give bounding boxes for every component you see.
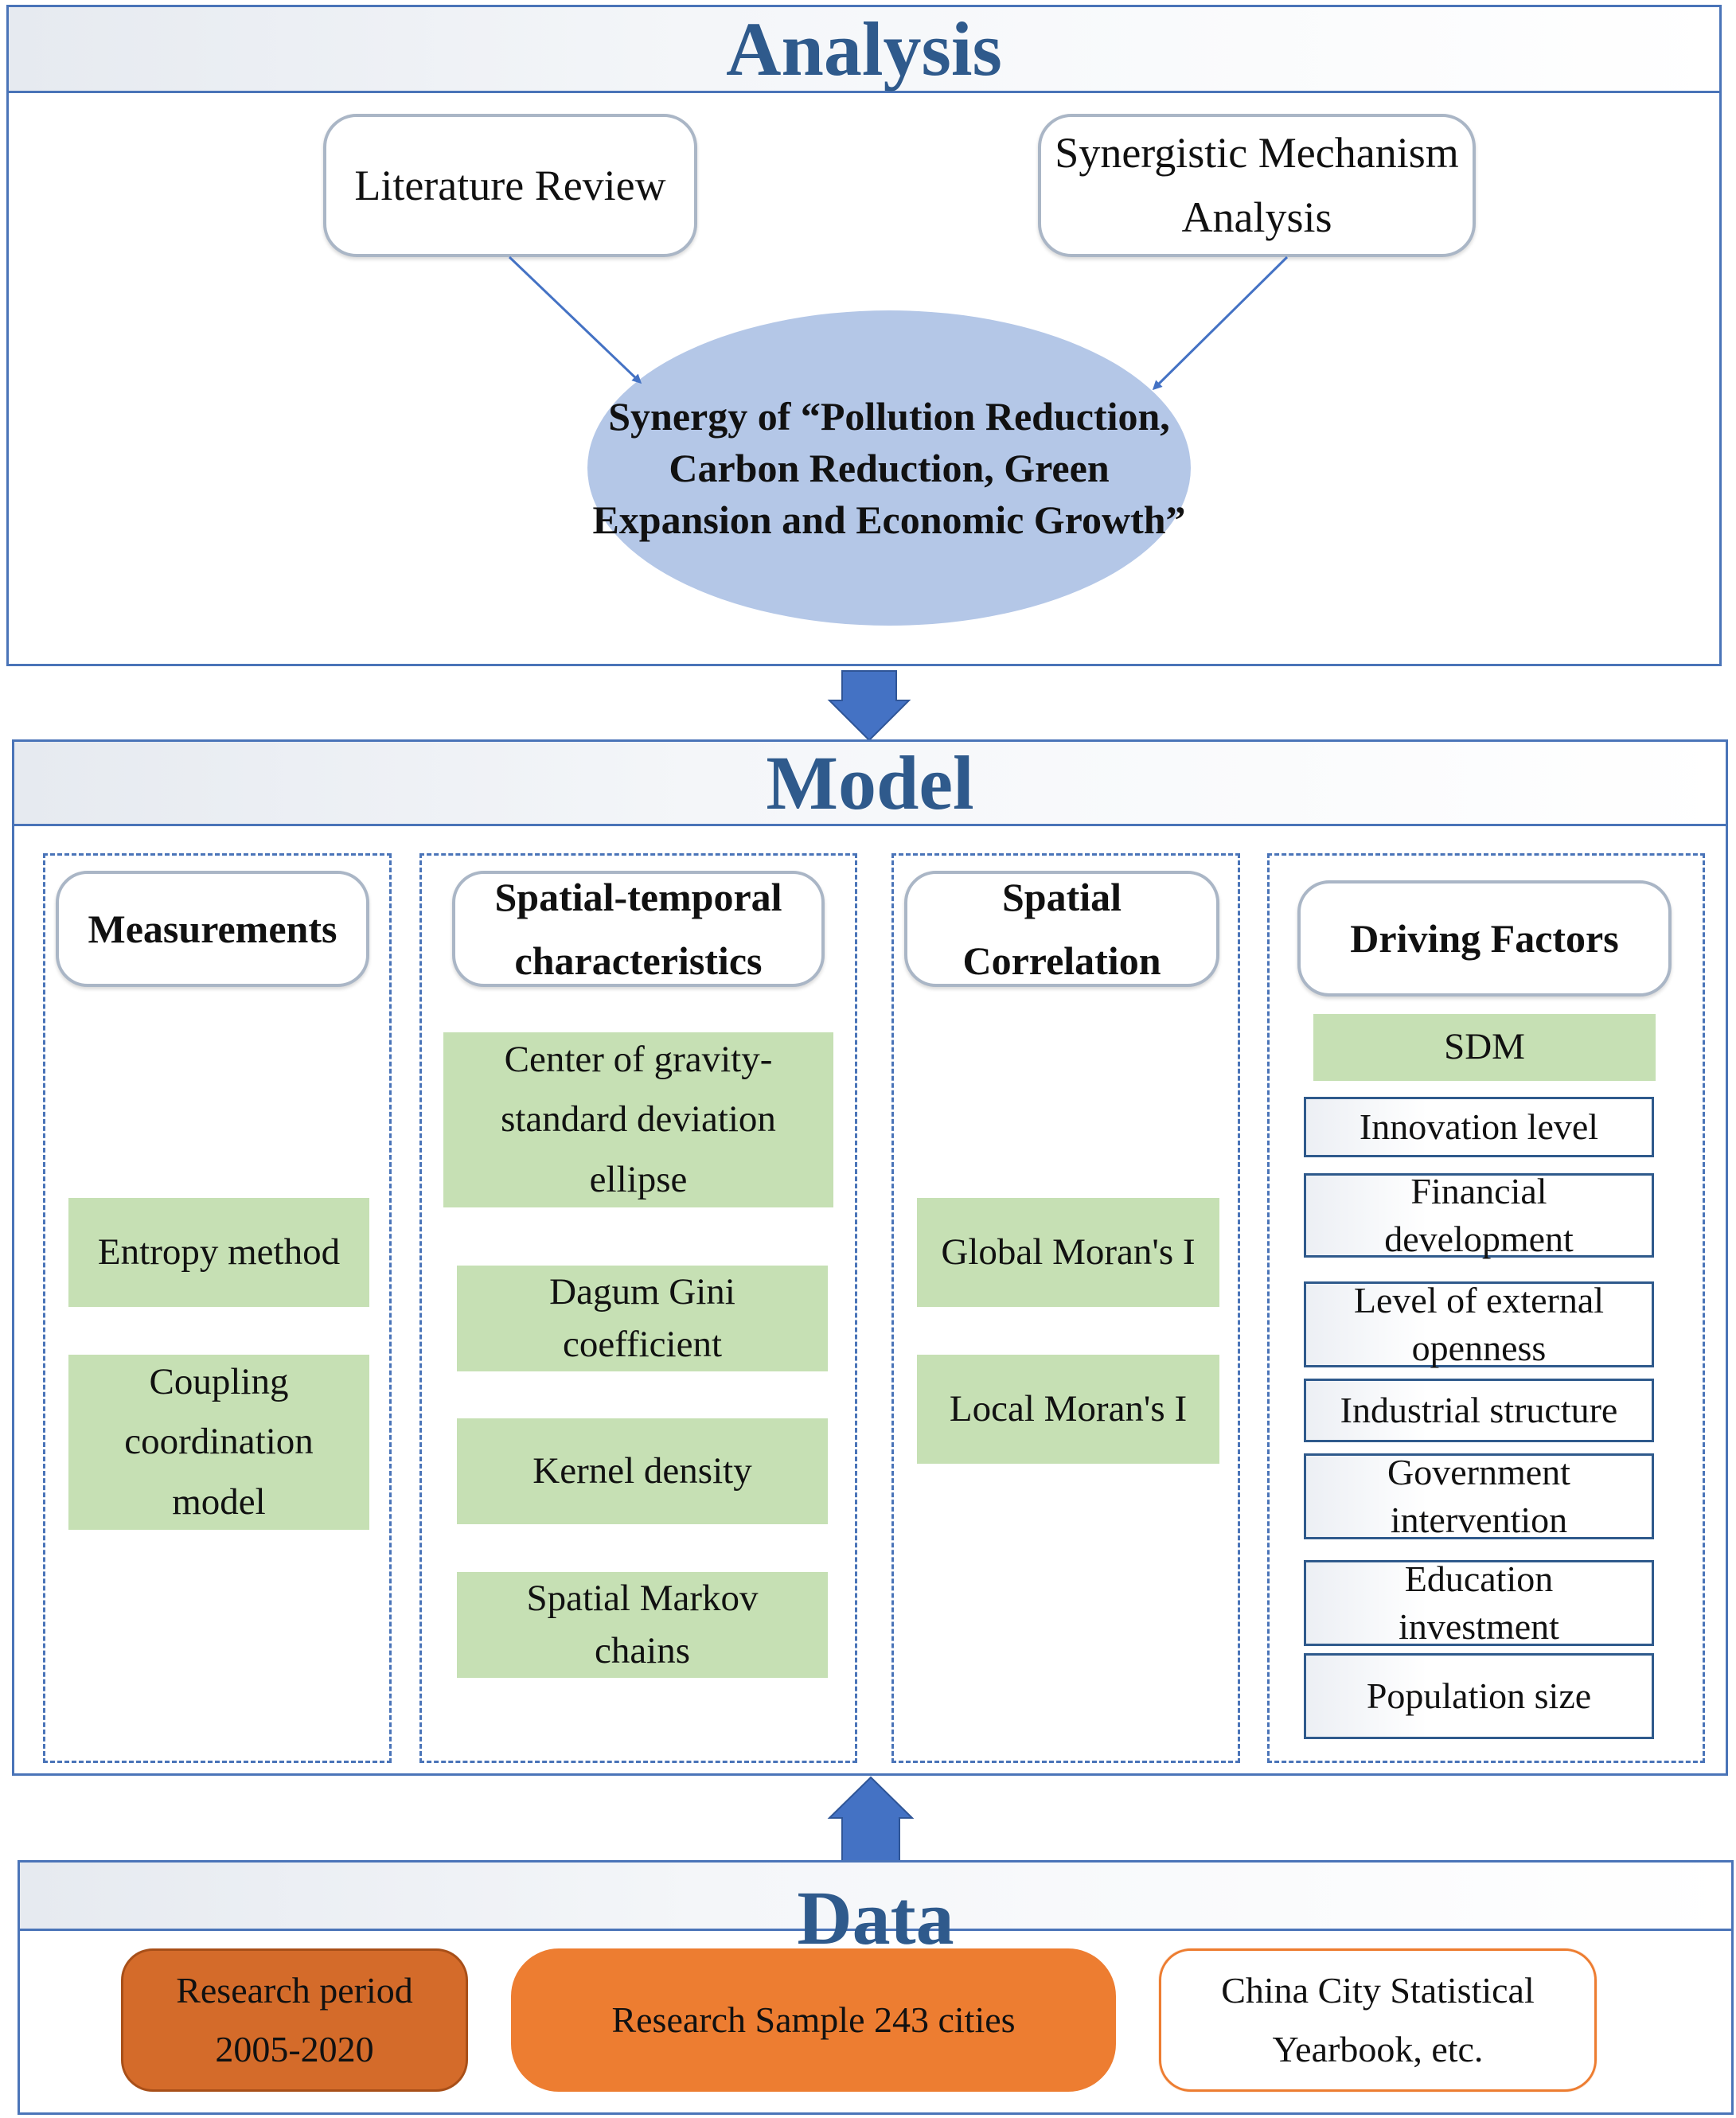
driving-factors-heading: Driving Factors — [1350, 916, 1619, 961]
spatial-temporal-column — [419, 853, 857, 1763]
spatial-correlation-heading: Spatial Correlation — [962, 875, 1161, 983]
literature-review-label: Literature Review — [354, 161, 666, 209]
research-sample-label: Research Sample 243 cities — [611, 1999, 1016, 2041]
method-kernel-density: Kernel density — [457, 1418, 828, 1524]
model-title: Model — [766, 739, 974, 825]
factor-population-size: Population size — [1304, 1653, 1654, 1739]
research-sample-box: Research Sample 243 cities — [511, 1948, 1116, 2092]
data-header: Data — [20, 1863, 1731, 1956]
factor-industrial-structure-label: Industrial structure — [1340, 1390, 1618, 1431]
factor-external-openness-label: Level of external openness — [1353, 1280, 1605, 1368]
down-block-arrow — [827, 670, 911, 742]
factor-industrial-structure: Industrial structure — [1304, 1379, 1654, 1442]
factor-government-intervention-label: Government intervention — [1387, 1452, 1570, 1540]
research-period-label: Research period 2005-2020 — [176, 1970, 413, 2069]
driving-factors-column — [1267, 853, 1705, 1763]
method-global-morans-i: Global Moran's I — [917, 1198, 1219, 1307]
model-section — [12, 739, 1728, 1776]
factor-innovation-level-label: Innovation level — [1359, 1106, 1599, 1148]
spatial-temporal-heading-box: Spatial-temporal characteristics — [452, 871, 825, 987]
synergistic-mechanism-label: Synergistic Mechanism Analysis — [1055, 129, 1459, 241]
yearbook-label: China City Statistical Yearbook, etc. — [1221, 1970, 1535, 2069]
up-block-arrow — [827, 1776, 915, 1863]
synergistic-mechanism-box: Synergistic Mechanism Analysis — [1038, 114, 1476, 257]
method-entropy: Entropy method — [68, 1198, 369, 1307]
method-local-morans-i: Local Moran's I — [917, 1355, 1219, 1464]
research-period-box: Research period 2005-2020 — [121, 1948, 468, 2092]
yearbook-box: China City Statistical Yearbook, etc. — [1159, 1948, 1597, 2092]
factor-education-investment: Education investment — [1304, 1558, 1654, 1647]
synergy-ellipse: Synergy of “Pollution Reduction, Carbon … — [587, 310, 1191, 626]
method-gravity-ellipse-label: Center of gravity-standard deviation ell… — [501, 1039, 776, 1200]
analysis-section — [6, 5, 1722, 666]
method-dagum-gini: Dagum Gini coefficient — [457, 1266, 828, 1371]
factor-education-investment-label: Education investment — [1399, 1558, 1559, 1647]
spatial-temporal-heading: Spatial-temporal characteristics — [494, 875, 782, 983]
factor-financial-development-label: Financial development — [1384, 1171, 1574, 1259]
method-spatial-markov: Spatial Markov chains — [457, 1572, 828, 1678]
factor-population-size-label: Population size — [1366, 1675, 1592, 1717]
method-dagum-gini-label: Dagum Gini coefficient — [549, 1270, 735, 1365]
method-global-morans-i-label: Global Moran's I — [941, 1231, 1196, 1273]
method-gravity-ellipse: Center of gravity-standard deviation ell… — [443, 1032, 833, 1207]
factor-financial-development: Financial development — [1304, 1171, 1654, 1259]
driving-factors-heading-box: Driving Factors — [1297, 880, 1672, 997]
method-coupling-coordination-label: Coupling coordination model — [124, 1361, 314, 1523]
factor-innovation-level: Innovation level — [1304, 1097, 1654, 1157]
analysis-title: Analysis — [726, 6, 1002, 92]
measurements-heading: Measurements — [88, 907, 337, 951]
method-entropy-label: Entropy method — [97, 1231, 341, 1273]
data-section — [18, 1860, 1734, 2115]
measurements-column — [43, 853, 392, 1763]
model-header: Model — [14, 742, 1726, 826]
data-title: Data — [797, 1874, 954, 1960]
analysis-header: Analysis — [9, 7, 1719, 93]
method-local-morans-i-label: Local Moran's I — [949, 1387, 1188, 1430]
factor-government-intervention: Government intervention — [1304, 1452, 1654, 1540]
synergy-label: Synergy of “Pollution Reduction, Carbon … — [592, 393, 1186, 542]
method-sdm: SDM — [1313, 1014, 1656, 1081]
method-sdm-label: SDM — [1444, 1026, 1525, 1068]
method-coupling-coordination: Coupling coordination model — [68, 1355, 369, 1530]
factor-external-openness: Level of external openness — [1304, 1280, 1654, 1368]
method-spatial-markov-label: Spatial Markov chains — [526, 1577, 759, 1671]
spatial-correlation-heading-box: Spatial Correlation — [904, 871, 1219, 987]
spatial-correlation-column — [891, 853, 1240, 1763]
literature-review-box: Literature Review — [323, 114, 697, 257]
measurements-heading-box: Measurements — [56, 871, 369, 987]
method-kernel-density-label: Kernel density — [533, 1449, 752, 1492]
